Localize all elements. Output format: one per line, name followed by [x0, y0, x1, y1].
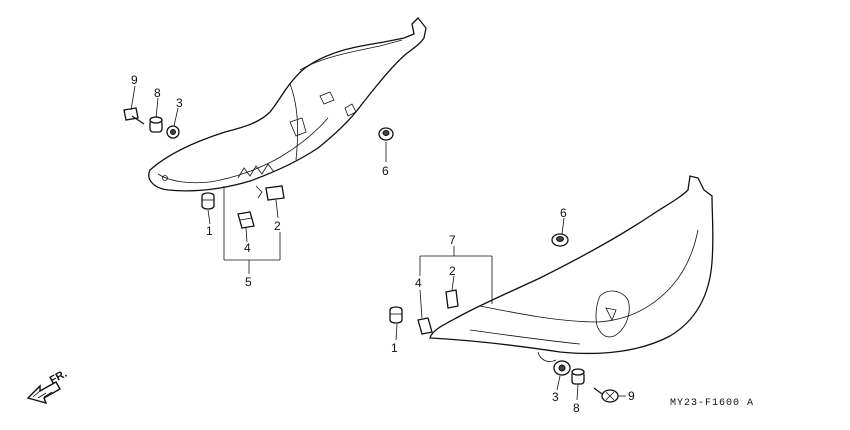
lower-grommet-3	[553, 360, 571, 376]
upper-collar-8	[149, 116, 163, 133]
lower-screw-9	[593, 387, 619, 403]
callout-5-upper: 5	[245, 275, 252, 289]
callout-7-lower: 7	[449, 233, 456, 247]
callout-8-lower: 8	[573, 401, 580, 415]
callout-1-lower: 1	[391, 341, 398, 355]
callout-8-upper: 8	[154, 86, 161, 100]
left-side-cover	[148, 17, 427, 199]
callout-2-lower: 2	[449, 264, 456, 278]
callout-3-upper: 3	[176, 96, 183, 110]
diagram-code: MY23-F1600 A	[670, 398, 755, 409]
upper-grommet-1	[201, 192, 215, 210]
callout-9-upper: 9	[131, 73, 138, 87]
lower-grommet-1	[389, 306, 403, 324]
lower-grommet-6	[551, 233, 569, 247]
callout-4-upper: 4	[244, 241, 251, 255]
upper-rubber-2	[265, 185, 285, 201]
lower-collar-8	[571, 368, 585, 385]
callout-3-lower: 3	[552, 390, 559, 404]
upper-clip-4	[237, 211, 255, 229]
callout-1-upper: 1	[206, 224, 213, 238]
upper-grommet-6	[378, 127, 394, 141]
upper-screw-9	[123, 107, 145, 125]
lower-clip-4	[417, 317, 433, 335]
callout-6-lower: 6	[560, 206, 567, 220]
callout-2-upper: 2	[274, 219, 281, 233]
right-side-cover	[429, 175, 714, 362]
callout-4-lower: 4	[415, 276, 422, 290]
callout-6-upper: 6	[382, 164, 389, 178]
callout-9-lower: 9	[628, 389, 635, 403]
lower-rubber-2	[445, 289, 459, 309]
upper-grommet-3	[166, 125, 180, 139]
front-direction-arrow-icon	[26, 381, 61, 405]
front-direction-label: FR.	[48, 368, 69, 387]
